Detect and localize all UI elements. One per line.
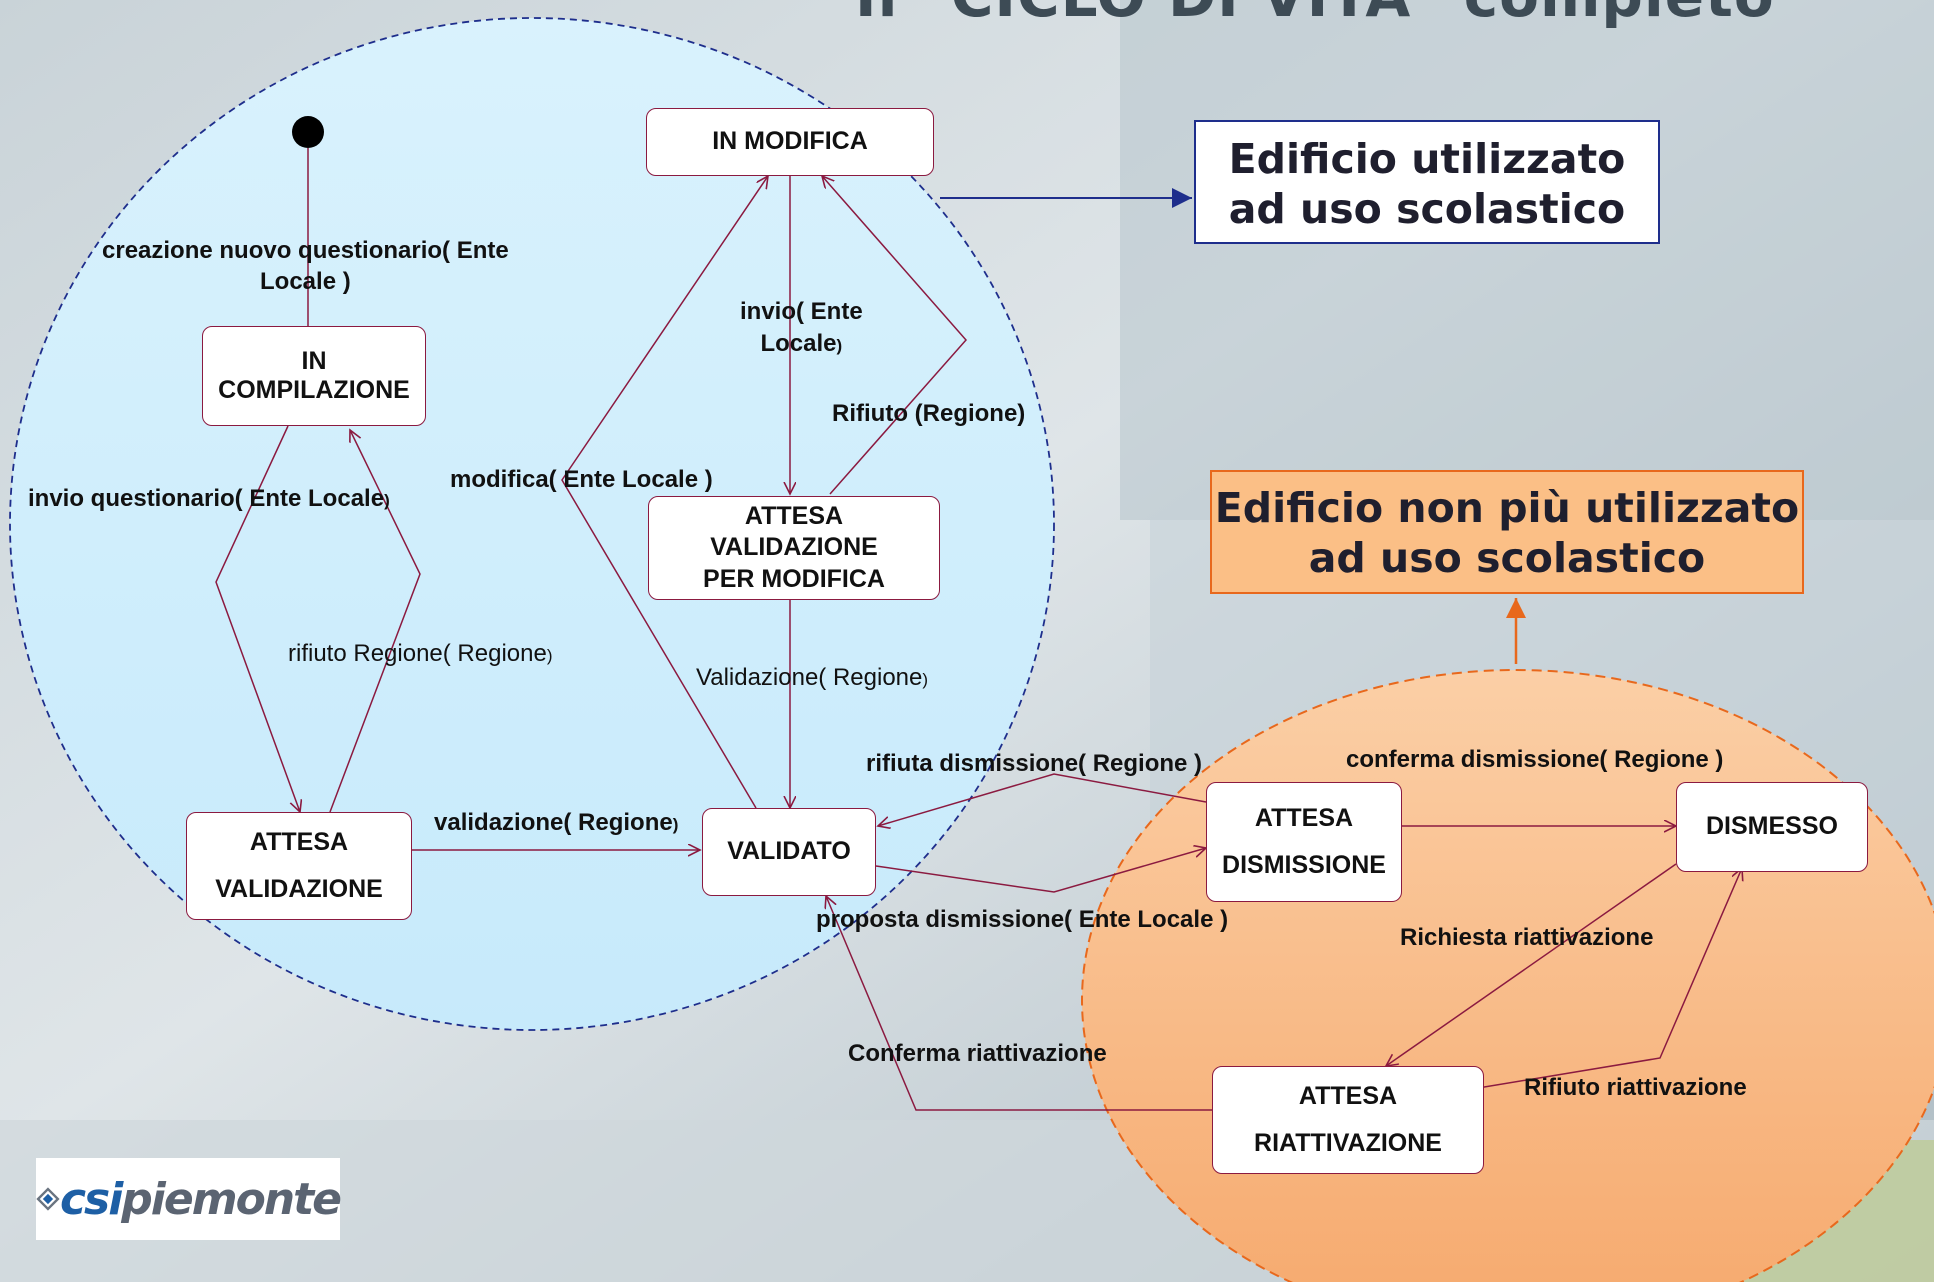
note-edificio-utilizzato: Edificio utilizzato ad uso scolastico: [1194, 120, 1660, 244]
label-conferma-dismissione: conferma dismissione( Regione ): [1346, 746, 1724, 773]
state-attesa-dismissione[interactable]: ATTESA DISMISSIONE: [1206, 782, 1402, 902]
state-label: COMPILAZIONE: [218, 376, 410, 404]
label-line: Locale): [740, 328, 863, 362]
slide-title: Il "CICLO DI VITA" completo: [855, 0, 1775, 30]
state-label: VALIDATO: [727, 837, 851, 866]
note-line: Edificio non più utilizzato: [1214, 484, 1800, 532]
label-paren: ): [836, 336, 843, 355]
state-in-compilazione[interactable]: IN COMPILAZIONE: [202, 326, 426, 426]
label-line: Locale ): [260, 268, 351, 295]
state-label: IN MODIFICA: [712, 127, 868, 156]
label-paren: ): [922, 670, 929, 689]
label-rifiuto-riattivazione: Rifiuto riattivazione: [1524, 1074, 1747, 1101]
note-line: Edificio utilizzato: [1228, 135, 1626, 183]
label-validazione-modifica: Validazione( Regione): [696, 664, 928, 692]
label-line: invio( Ente: [740, 298, 863, 325]
note-line: ad uso scolastico: [1228, 185, 1626, 233]
state-label: ATTESA: [1298, 1081, 1398, 1110]
state-dismesso[interactable]: DISMESSO: [1676, 782, 1868, 872]
note-edificio-non-utilizzato: Edificio non più utilizzato ad uso scola…: [1210, 470, 1804, 594]
label-validazione: validazione( Regione): [434, 809, 678, 837]
note-line: ad uso scolastico: [1308, 534, 1706, 582]
label-paren: ): [384, 491, 390, 510]
edge-rifiuta-dismissione: [878, 773, 1207, 826]
edge-invio-questionario: [215, 425, 300, 812]
edge-conferma-riattivazione: [826, 896, 1244, 1111]
label-paren: ): [672, 815, 679, 834]
label-invio-questionario: invio questionario( Ente Locale): [28, 485, 390, 513]
state-label: VALIDAZIONE: [215, 875, 383, 903]
label-invio-ente: invio( Ente Locale): [740, 296, 863, 362]
state-label: IN: [301, 346, 327, 375]
state-label: DISMISSIONE: [1222, 851, 1386, 879]
label-proposta-dismissione: proposta dismissione( Ente Locale ): [816, 906, 1229, 933]
label-rifiuto-regione: rifiuto Regione( Regione): [288, 640, 553, 668]
state-label: RIATTIVAZIONE: [1254, 1129, 1442, 1157]
bg-building: [1120, 0, 1934, 520]
csi-piemonte-logo: csipiemonte: [36, 1158, 342, 1240]
initial-state: [292, 116, 324, 148]
state-label: ATTESA: [1254, 803, 1354, 832]
state-attesa-validazione-per-modifica[interactable]: ATTESA VALIDAZIONE PER MODIFICA: [648, 496, 940, 600]
label-rifiuta-dismissione: rifiuta dismissione( Regione ): [866, 750, 1203, 777]
edge-richiesta-riattivazione: [1386, 863, 1677, 1066]
state-label: PER MODIFICA: [703, 564, 885, 593]
state-label: ATTESA: [744, 501, 844, 530]
label-line: creazione nuovo questionario( Ente: [102, 237, 509, 264]
label-richiesta-riattivazione: Richiesta riattivazione: [1400, 924, 1654, 951]
diamond-logo-icon: [36, 1187, 60, 1211]
label-rifiuto-modifica: Rifiuto (Regione): [832, 400, 1026, 427]
state-validato[interactable]: VALIDATO: [702, 808, 876, 896]
label-text: rifiuto Regione( Regione: [288, 640, 547, 667]
state-in-modifica[interactable]: IN MODIFICA: [646, 108, 934, 176]
label-paren: ): [546, 646, 553, 665]
label-text: Locale: [760, 330, 837, 357]
label-text: Validazione( Regione: [696, 664, 923, 691]
label-creazione: creazione nuovo questionario( Ente Local…: [102, 235, 509, 297]
label-text: validazione( Regione: [434, 809, 673, 836]
state-attesa-validazione[interactable]: ATTESA VALIDAZIONE: [186, 812, 412, 920]
edge-rifiuto-modifica: [822, 176, 967, 495]
state-label: ATTESA: [249, 827, 349, 856]
label-modifica: modifica( Ente Locale ): [450, 466, 713, 493]
edge-modifica: [561, 176, 768, 809]
transitions: [215, 148, 1742, 1111]
region-in-use: [9, 17, 1055, 1031]
state-label: DISMESSO: [1706, 812, 1838, 841]
state-label: VALIDAZIONE: [710, 533, 878, 562]
label-conferma-riattivazione: Conferma riattivazione: [848, 1040, 1107, 1067]
edge-rifiuto-regione: [329, 430, 421, 813]
edge-proposta-dismissione: [875, 848, 1206, 893]
edge-rifiuto-riattivazione: [1441, 868, 1742, 1095]
logo-text: csipiemonte: [59, 1173, 342, 1225]
label-text: invio questionario( Ente Locale: [28, 485, 385, 512]
state-attesa-riattivazione[interactable]: ATTESA RIATTIVAZIONE: [1212, 1066, 1484, 1174]
